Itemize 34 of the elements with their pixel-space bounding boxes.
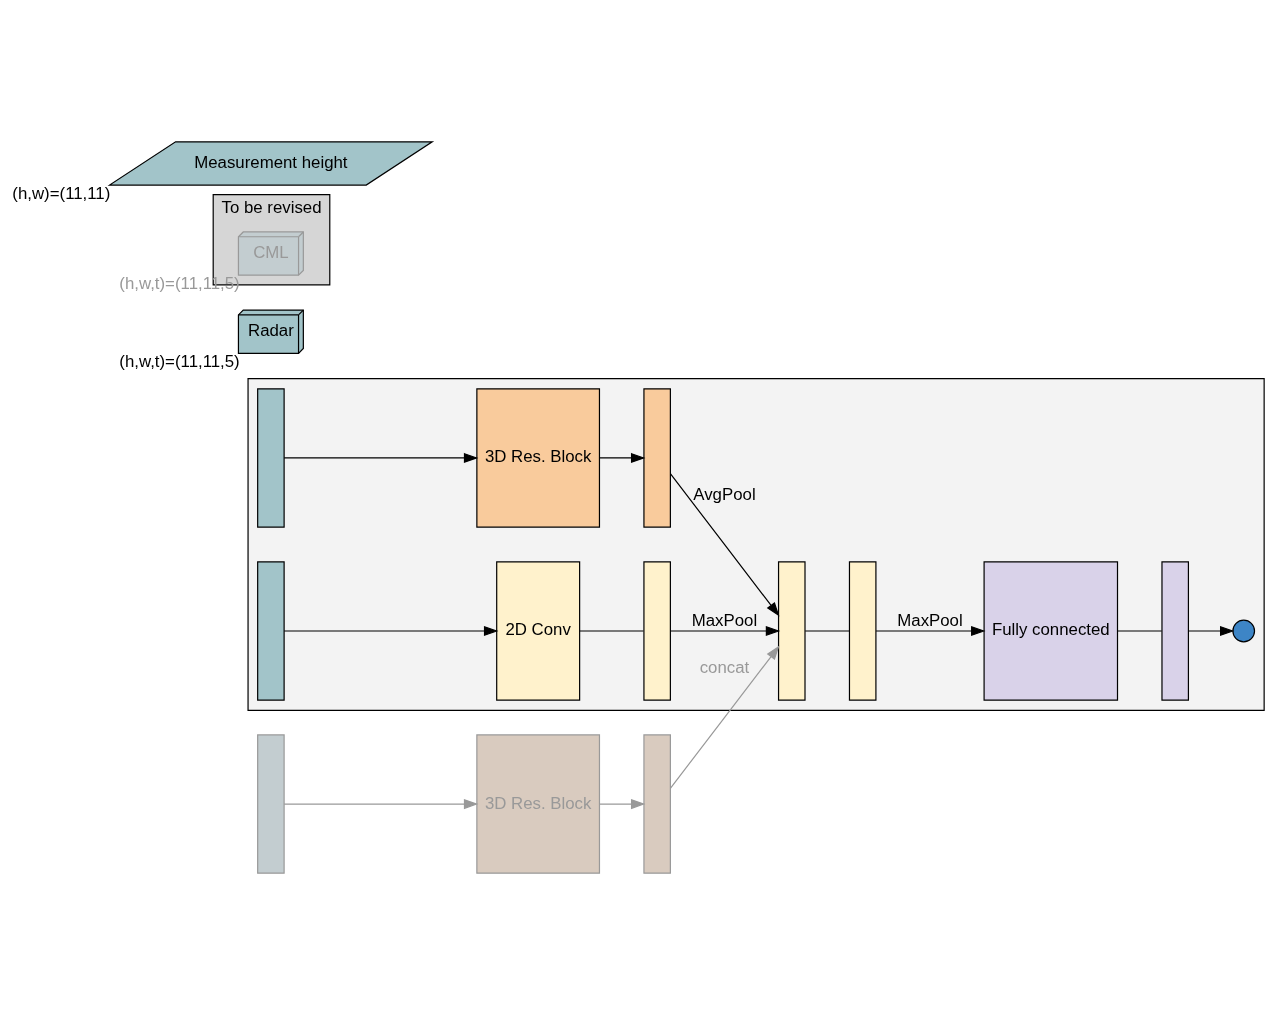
node-bar xyxy=(777,561,806,701)
arrow xyxy=(669,645,780,789)
edge-label: MaxPool xyxy=(691,611,758,631)
node-bar xyxy=(643,734,671,874)
edge-label: MaxPool xyxy=(897,611,963,631)
node-box: Fully connected xyxy=(983,561,1119,701)
node-circle xyxy=(1232,619,1256,643)
arrow xyxy=(1187,625,1235,637)
edge-label: AvgPool xyxy=(693,485,756,505)
node-label: (h,w,t)=(11,11,5) xyxy=(119,351,240,371)
node-box: 2D Conv xyxy=(496,561,581,701)
arrow xyxy=(283,799,479,810)
arrow xyxy=(283,625,499,637)
arrow xyxy=(283,452,479,463)
connector xyxy=(1117,630,1163,632)
node-label: (h,w)=(11,11) xyxy=(12,183,111,203)
node-bar xyxy=(257,734,285,874)
edge-label: concat xyxy=(699,658,750,678)
node-box: 3D Res. Block xyxy=(476,734,601,874)
node-bar xyxy=(643,561,671,701)
arrow xyxy=(669,625,781,637)
node-box: 3D Res. Block xyxy=(476,388,601,528)
arrow xyxy=(599,452,646,463)
cluster xyxy=(247,378,1265,711)
node-bar xyxy=(1161,561,1189,701)
connector xyxy=(579,630,645,632)
node-bar xyxy=(257,388,285,528)
node-bar xyxy=(643,388,671,528)
arrow xyxy=(599,799,646,810)
node-bar xyxy=(848,561,877,701)
arrow xyxy=(669,473,780,617)
node-bar xyxy=(257,561,285,701)
connector xyxy=(804,630,850,632)
arrow xyxy=(875,625,986,637)
